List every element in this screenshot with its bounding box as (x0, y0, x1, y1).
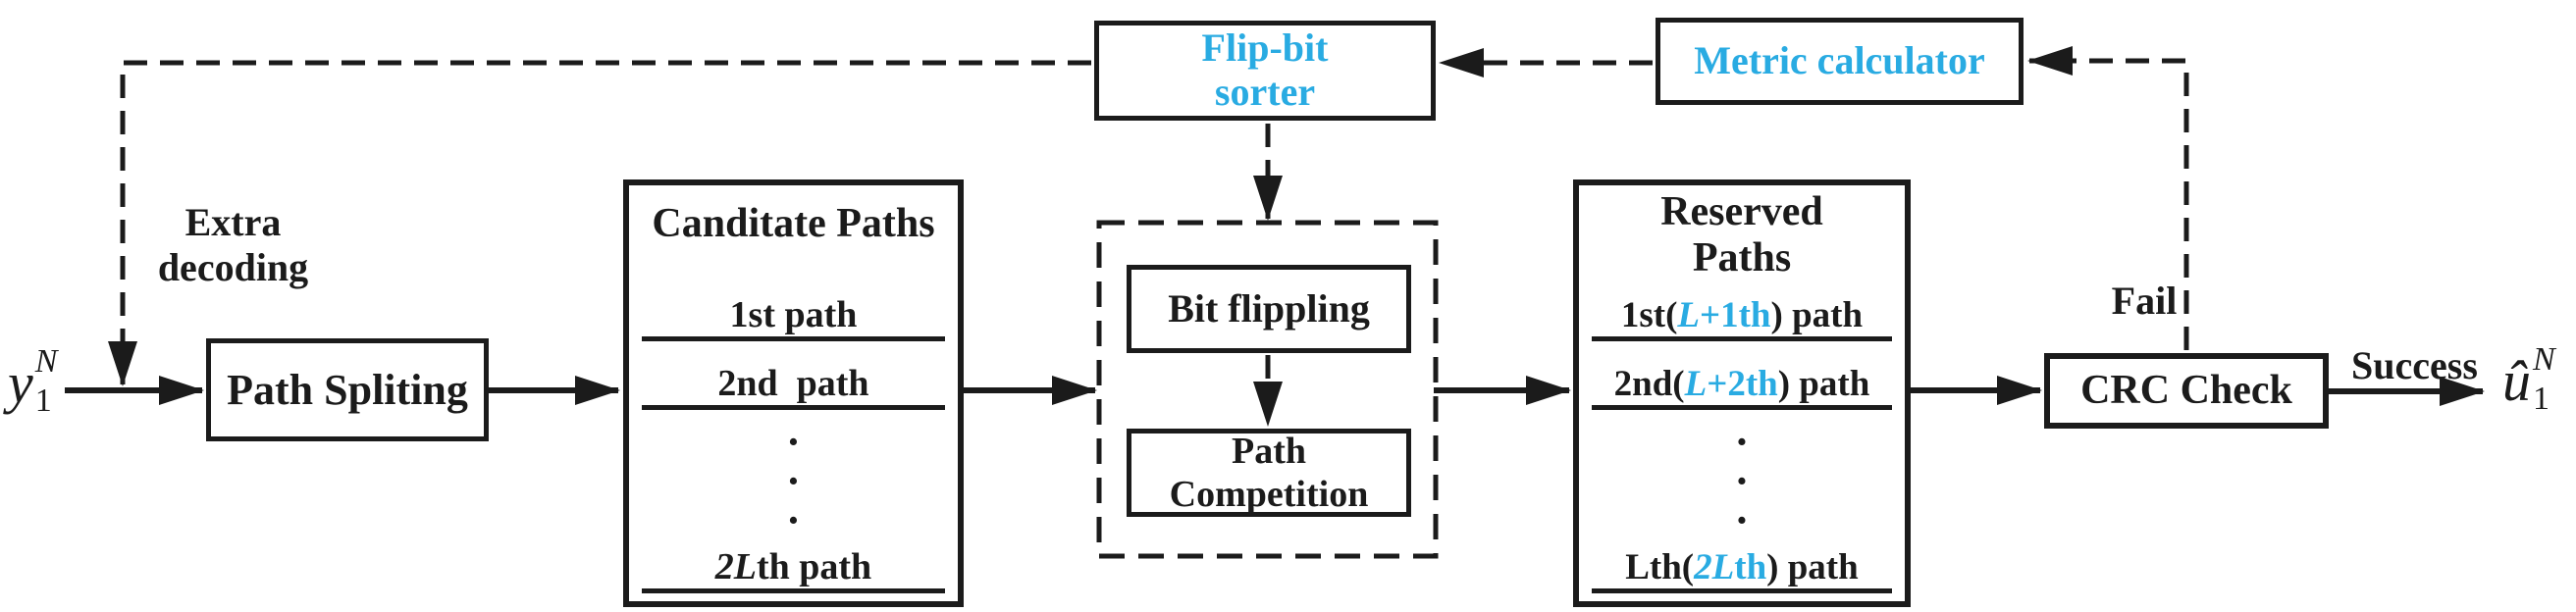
input-signal-label: y N 1 (8, 345, 58, 419)
output-signal-label: û N 1 (2502, 343, 2555, 417)
bit-flipping-box: Bit flippling (1127, 265, 1411, 353)
output-scripts: N 1 (2533, 343, 2555, 417)
reserved-ellipsis-dots: · · · (1734, 418, 1750, 544)
candidate-ellipsis-dots: · · · (786, 418, 801, 544)
row-text-cyan: +1th (1700, 295, 1771, 335)
input-scripts: N 1 (34, 345, 58, 419)
row-text: Lth( (1625, 547, 1695, 587)
row-text: 2nd path (717, 363, 869, 404)
extra-decoding-label: Extra decoding (157, 200, 309, 289)
reserved-paths-box: Reserved Paths 1st(L+1th) path 2nd(L+2th… (1573, 179, 1911, 607)
input-variable: y (8, 351, 33, 415)
candidate-paths-box: Canditate Paths 1st path 2nd path · · · … (623, 179, 964, 607)
output-superscript: N (2533, 341, 2555, 378)
row-text-cyan-italic: L (1684, 364, 1708, 404)
crc-check-box: CRC Check (2044, 353, 2329, 429)
row-text: 1st path (729, 294, 858, 335)
flip-bit-sorter-box: Flip-bit sorter (1094, 21, 1436, 121)
row-text: th path (756, 546, 872, 587)
row-text: 1st( (1620, 295, 1678, 335)
fail-label: Fail (2111, 279, 2178, 323)
row-text: ) path (1777, 364, 1870, 404)
input-superscript: N (34, 343, 58, 380)
input-subscript: 1 (34, 382, 52, 419)
row-text-cyan-italic: L (1677, 295, 1701, 335)
row-text-cyan: +2th (1707, 364, 1778, 404)
output-subscript: 1 (2533, 381, 2550, 417)
metric-calculator-box: Metric calculator (1656, 18, 2024, 105)
candidate-paths-title: Canditate Paths (652, 201, 935, 246)
row-text-cyan-italic: 2L (1694, 547, 1735, 587)
path-splitting-box: Path Spliting (206, 338, 489, 441)
row-text-cyan: th (1734, 547, 1767, 587)
path-competition-box: Path Competition (1127, 429, 1411, 517)
row-text-italic: 2L (714, 546, 757, 587)
dashed-arrow-sorter-to-input (108, 60, 1091, 386)
flip-stage-dashed-container (1096, 220, 1439, 559)
reserved-path-row-2: 2nd(L+2th) path (1592, 346, 1892, 410)
row-text: ) path (1766, 547, 1859, 587)
reserved-paths-title: Reserved Paths (1660, 189, 1823, 280)
row-text: 2nd( (1613, 364, 1685, 404)
candidate-path-row-1: 1st path (642, 278, 945, 341)
row-text: ) path (1770, 295, 1864, 335)
reserved-path-row-1: 1st(L+1th) path (1592, 278, 1892, 341)
success-label: Success (2351, 343, 2478, 387)
output-variable: û (2502, 349, 2531, 413)
candidate-path-row-2: 2nd path (642, 346, 945, 410)
